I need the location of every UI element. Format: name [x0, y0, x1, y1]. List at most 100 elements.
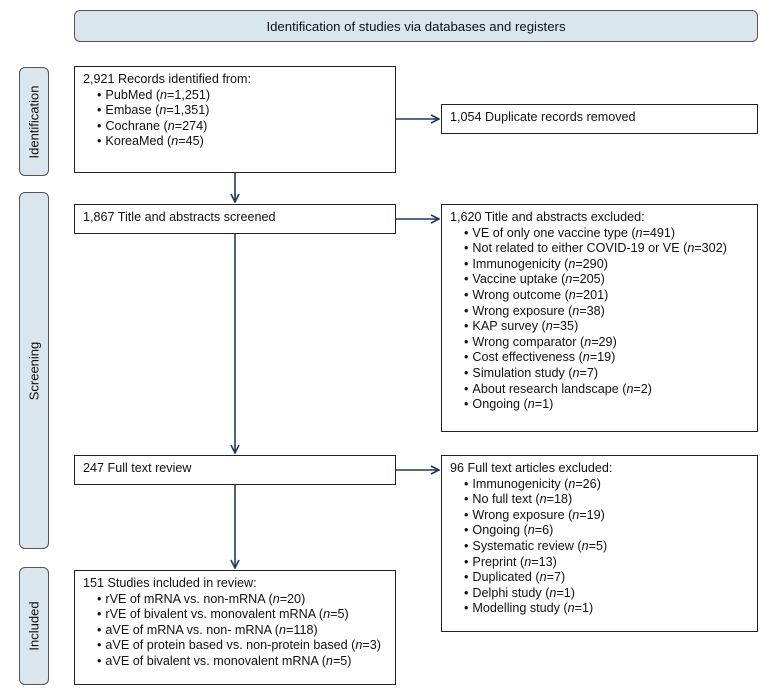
list-item-n: n	[272, 591, 280, 606]
stage-identification: Identification	[19, 67, 49, 176]
list-item: Embase (n=1,351)	[97, 103, 387, 119]
list-item: Immunogenicity (n=290)	[464, 257, 749, 273]
list-item-n: n	[171, 134, 179, 149]
list-item: Duplicated (n=7)	[464, 570, 749, 586]
list-item-n: n	[626, 381, 634, 396]
list-item-count: =18)	[546, 492, 573, 507]
list-item-count: =205)	[572, 272, 605, 287]
list-item-text: Systematic review (	[472, 538, 582, 553]
list-item-count: =302)	[694, 241, 727, 256]
list-item-n: n	[527, 397, 535, 412]
list-item: Wrong exposure (n=38)	[464, 304, 749, 320]
fulltext-review-title: 247 Full text review	[83, 461, 192, 475]
list-item-count: =20)	[279, 591, 306, 606]
list-item-n: n	[581, 538, 589, 553]
list-item-n: n	[325, 653, 333, 668]
title-abstract-excluded-box: 1,620 Title and abstracts excluded: VE o…	[441, 204, 758, 432]
header-text: Identification of studies via databases …	[266, 18, 566, 34]
included-studies-title: 151 Studies included in review:	[83, 576, 257, 590]
list-item-n: n	[568, 256, 576, 271]
list-item-n: n	[159, 103, 167, 118]
list-item-n: n	[567, 601, 575, 616]
list-item-count: =45)	[178, 134, 204, 149]
list-item-n: n	[160, 87, 168, 102]
list-item-count: =5)	[332, 653, 352, 668]
list-item-text: Preprint (	[472, 554, 525, 569]
list-item-n: n	[568, 476, 576, 491]
list-item: PubMed (n=1,251)	[97, 88, 387, 104]
list-item-text: Wrong exposure (	[472, 507, 573, 522]
list-item-count: =1,351)	[166, 103, 210, 118]
stage-included: Included	[19, 567, 49, 685]
list-item-n: n	[323, 607, 331, 622]
list-item-text: VE of only one vaccine type (	[472, 225, 636, 240]
list-item-count: =7)	[546, 570, 566, 585]
list-item-count: =19)	[589, 350, 616, 365]
list-item-text: Ongoing (	[472, 397, 528, 412]
list-item-n: n	[572, 365, 580, 380]
list-item-text: No full text (	[472, 492, 540, 507]
list-item-count: =35)	[552, 319, 579, 334]
list-item-count: =3)	[362, 638, 381, 653]
list-item-text: aVE of bivalent vs. monovalent mRNA (	[105, 653, 326, 668]
list-item-n: n	[539, 570, 547, 585]
list-item-n: n	[635, 225, 643, 240]
list-item-count: =13)	[531, 554, 557, 569]
list-item-n: n	[279, 622, 287, 637]
list-item: KoreaMed (n=45)	[97, 134, 387, 150]
list-item: Preprint (n=13)	[464, 555, 749, 571]
list-item-n: n	[582, 350, 590, 365]
list-item-count: =6)	[534, 523, 554, 538]
list-item-text: Cochrane (	[105, 118, 168, 133]
list-item-n: n	[539, 492, 547, 507]
list-item: Cost effectiveness (n=19)	[464, 350, 749, 366]
list-item-count: =2)	[633, 381, 653, 396]
list-item-count: =5)	[588, 538, 608, 553]
list-item-text: Modelling study (	[472, 601, 568, 616]
title-abstract-excluded-title: 1,620 Title and abstracts excluded:	[450, 210, 645, 224]
list-item: Not related to either COVID-19 or VE (n=…	[464, 241, 749, 257]
list-item-text: Cost effectiveness (	[472, 350, 583, 365]
list-item-text: KoreaMed (	[105, 134, 172, 149]
records-identified-box: 2,921 Records identified from: PubMed (n…	[74, 66, 396, 173]
list-item-count: =201)	[575, 287, 609, 302]
fulltext-excluded-title: 96 Full text articles excluded:	[450, 461, 613, 475]
list-item-count: =1)	[556, 585, 575, 600]
list-item: Ongoing (n=6)	[464, 523, 749, 539]
list-item-text: About research landscape (	[472, 381, 627, 396]
list-item-n: n	[167, 118, 175, 133]
list-item-n: n	[545, 319, 553, 334]
list-item: rVE of mRNA vs. non-mRNA (n=20)	[97, 592, 387, 608]
list-item-n: n	[527, 523, 535, 538]
list-item-n: n	[568, 287, 576, 302]
list-item: Simulation study (n=7)	[464, 366, 749, 382]
included-studies-list: rVE of mRNA vs. non-mRNA (n=20)rVE of bi…	[83, 592, 387, 670]
list-item-count: =26)	[575, 476, 601, 491]
list-item-n: n	[549, 585, 557, 600]
list-item: No full text (n=18)	[464, 492, 749, 508]
list-item-count: =1)	[574, 601, 594, 616]
list-item-n: n	[572, 507, 580, 522]
list-item: Modelling study (n=1)	[464, 601, 749, 617]
stage-screening: Screening	[19, 192, 49, 549]
list-item-text: Immunogenicity (	[472, 476, 569, 491]
list-item: Delphi study (n=1)	[464, 586, 749, 602]
list-item-count: =491)	[642, 225, 676, 240]
screened-title: 1,867 Title and abstracts screened	[83, 210, 276, 224]
list-item-count: =1,251)	[167, 87, 211, 102]
list-item-n: n	[565, 272, 573, 287]
list-item-text: Wrong outcome (	[472, 287, 569, 302]
list-item-text: Simulation study (	[472, 365, 573, 380]
list-item: Wrong exposure (n=19)	[464, 508, 749, 524]
list-item-text: aVE of mRNA vs. non- mRNA (	[105, 622, 279, 637]
list-item-n: n	[524, 554, 532, 569]
list-item-text: aVE of protein based vs. non-protein bas…	[105, 638, 356, 653]
screened-box: 1,867 Title and abstracts screened	[74, 204, 396, 234]
list-item: VE of only one vaccine type (n=491)	[464, 226, 749, 242]
list-item: KAP survey (n=35)	[464, 319, 749, 335]
list-item: aVE of bivalent vs. monovalent mRNA (n=5…	[97, 654, 387, 670]
title-abstract-excluded-list: VE of only one vaccine type (n=491)Not r…	[450, 226, 749, 413]
list-item-text: Wrong comparator (	[472, 334, 585, 349]
list-item-text: Wrong exposure (	[472, 303, 573, 318]
